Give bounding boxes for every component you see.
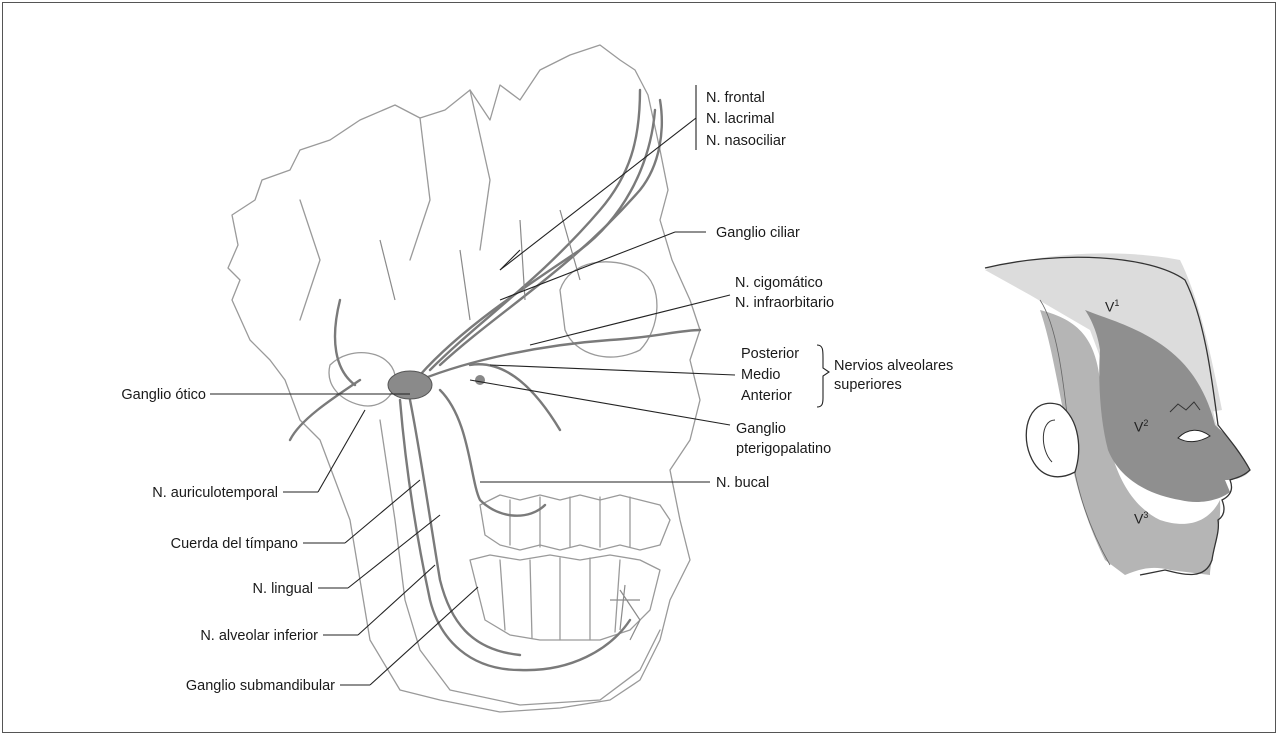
label-alveolares-1: Nervios alveolares xyxy=(834,357,953,375)
upper-teeth xyxy=(480,495,670,550)
label-alveolares-2: superiores xyxy=(834,376,902,394)
label-anterior: Anterior xyxy=(741,387,792,405)
label-frontal: N. frontal xyxy=(706,89,765,107)
label-lingual: N. lingual xyxy=(253,580,313,598)
label-submandibular: Ganglio submandibular xyxy=(186,677,335,695)
label-pterigo-2: pterigopalatino xyxy=(736,440,831,458)
label-pterigo-1: Ganglio xyxy=(736,420,786,438)
label-auriculotemporal: N. auriculotemporal xyxy=(152,484,278,502)
label-nasociliar: N. nasociliar xyxy=(706,132,786,150)
label-posterior: Posterior xyxy=(741,345,799,363)
label-cuerda: Cuerda del tímpano xyxy=(171,535,298,553)
lower-teeth xyxy=(470,555,660,640)
zone-label-v2: V2 xyxy=(1134,418,1148,435)
label-infraorbitario: N. infraorbitario xyxy=(735,294,834,312)
ophthalmic-branch xyxy=(420,110,655,375)
zone-label-v3: V3 xyxy=(1134,510,1148,527)
label-lacrimal: N. lacrimal xyxy=(706,110,774,128)
label-bucal: N. bucal xyxy=(716,474,769,492)
label-cigomatico: N. cigomático xyxy=(735,274,823,292)
label-ganglio-ciliar: Ganglio ciliar xyxy=(716,224,800,242)
skull-outline xyxy=(228,45,700,712)
label-medio: Medio xyxy=(741,366,781,384)
label-alveolar-inferior: N. alveolar inferior xyxy=(200,627,318,645)
label-otico: Ganglio ótico xyxy=(121,386,206,404)
zone-label-v1: V1 xyxy=(1105,298,1119,315)
otic-ganglion xyxy=(388,371,432,399)
